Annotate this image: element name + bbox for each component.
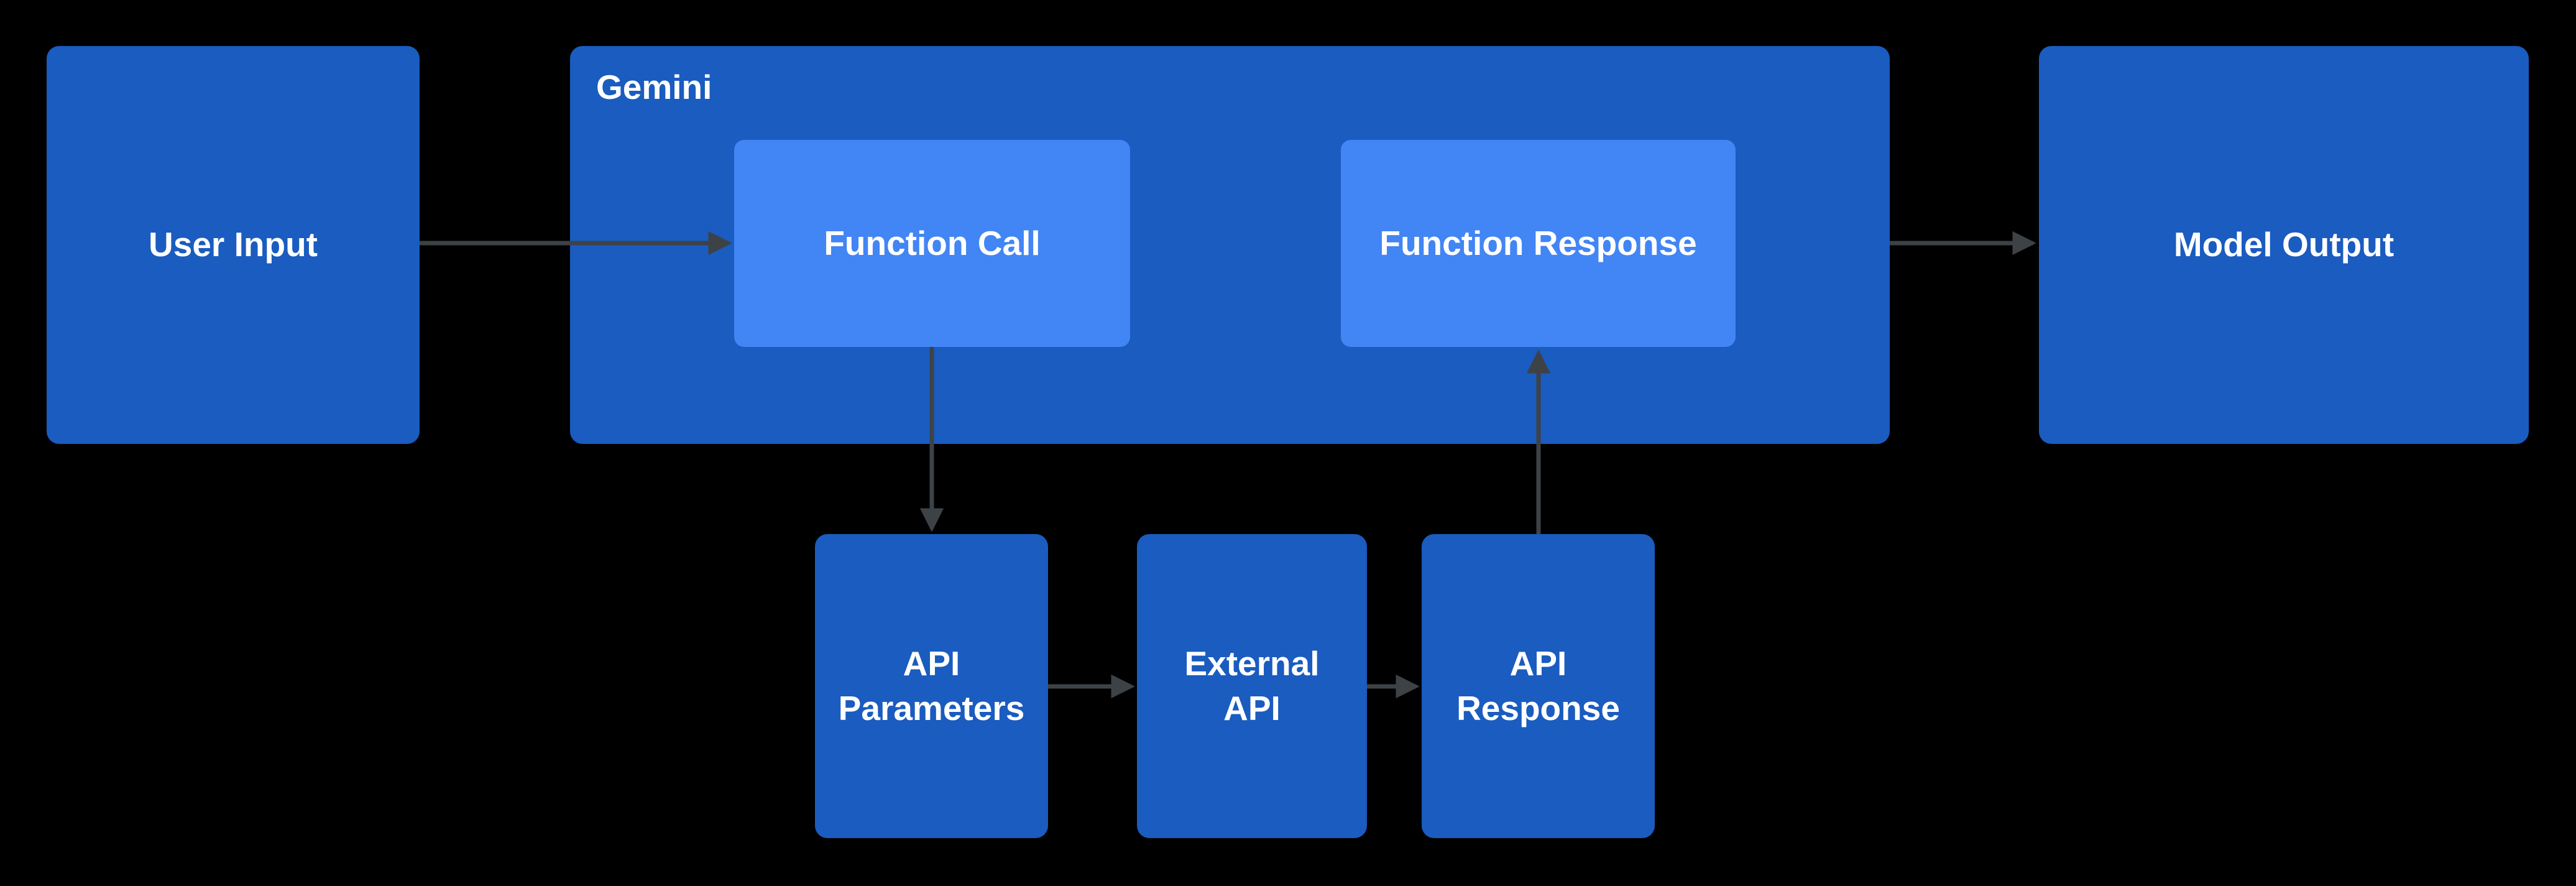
node-function-call: Function Call xyxy=(734,140,1130,347)
node-function-response: Function Response xyxy=(1341,140,1736,347)
node-model-output: Model Output xyxy=(2039,46,2529,444)
node-external-api: External API xyxy=(1137,534,1367,838)
gemini-container-label: Gemini xyxy=(596,68,712,106)
node-api-parameters: API Parameters xyxy=(815,534,1048,838)
node-api-response: API Response xyxy=(1422,534,1655,838)
node-user-input: User Input xyxy=(47,46,420,444)
